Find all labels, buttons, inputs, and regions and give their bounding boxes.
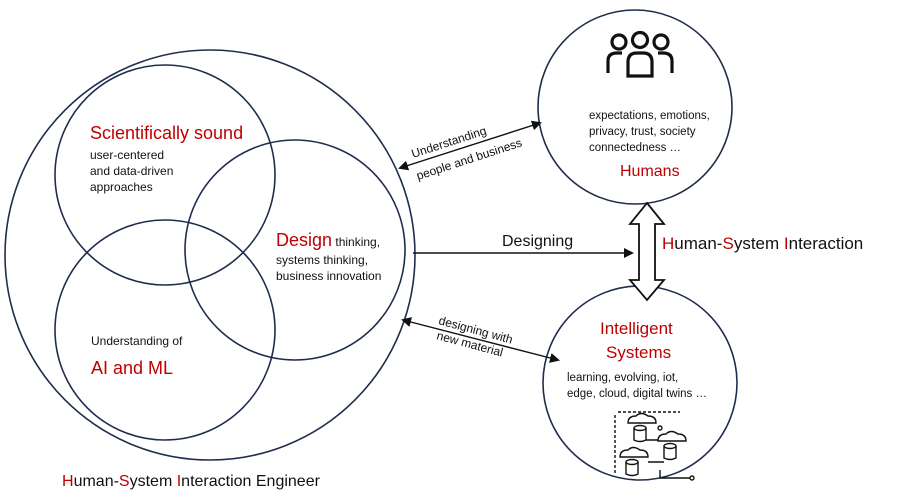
hsi-label-part-3: ystem [734, 234, 784, 253]
hsi-label-part-0: H [662, 234, 674, 253]
design-line-1-group: Design thinking, [276, 230, 380, 250]
ai-circle [54, 219, 276, 441]
engineer-label: Human-System Interaction Engineer [62, 473, 321, 490]
hsi-label-part-5: nteraction [789, 234, 864, 253]
engineer-circle [4, 49, 416, 461]
engineer-label-part-2: S [119, 473, 130, 490]
design-line-2: systems thinking, [276, 253, 368, 267]
ai-title: AI and ML [91, 358, 173, 378]
humans-line-3: connectedness … [589, 142, 681, 154]
scientific-title: Scientifically sound [90, 123, 243, 143]
hsi-label: Human-System Interaction [662, 234, 863, 253]
understanding-arrow [398, 120, 542, 171]
scientific-circle [54, 64, 276, 286]
scientific-line-2: and data-driven [90, 164, 173, 178]
engineer-label-part-5: nteraction Engineer [181, 473, 320, 490]
hsi-label-part-4: I [784, 234, 789, 253]
design-line-3: business innovation [276, 269, 381, 283]
systems-title-2: Systems [606, 343, 671, 362]
scientific-line-3: approaches [90, 180, 153, 194]
humans-line-1: expectations, emotions, [589, 110, 710, 122]
material-arrow [401, 317, 560, 363]
design-circle [184, 139, 406, 361]
systems-line-1: learning, evolving, iot, [567, 372, 678, 384]
engineer-label-part-3: ystem [130, 473, 177, 490]
engineer-label-part-1: uman- [74, 473, 119, 490]
design-line-1: thinking, [332, 235, 380, 249]
systems-title-1: Intelligent [600, 319, 673, 338]
ai-line-1: Understanding of [91, 334, 183, 348]
designing-label: Designing [502, 233, 573, 250]
humans-circle [537, 9, 733, 205]
engineer-label-part-0: H [62, 473, 74, 490]
design-title: Design [276, 230, 332, 250]
engineer-label-part-4: I [177, 473, 181, 490]
people-group-icon [606, 30, 674, 78]
scientific-line-1: user-centered [90, 148, 164, 162]
hsi-double-arrow [628, 201, 666, 302]
humans-line-2: privacy, trust, society [589, 126, 696, 138]
systems-line-2: edge, cloud, digital twins … [567, 388, 707, 400]
humans-title: Humans [620, 163, 680, 180]
cloud-data-network-icon [614, 411, 695, 481]
hsi-label-part-2: S [722, 234, 733, 253]
hsi-label-part-1: uman- [674, 234, 722, 253]
